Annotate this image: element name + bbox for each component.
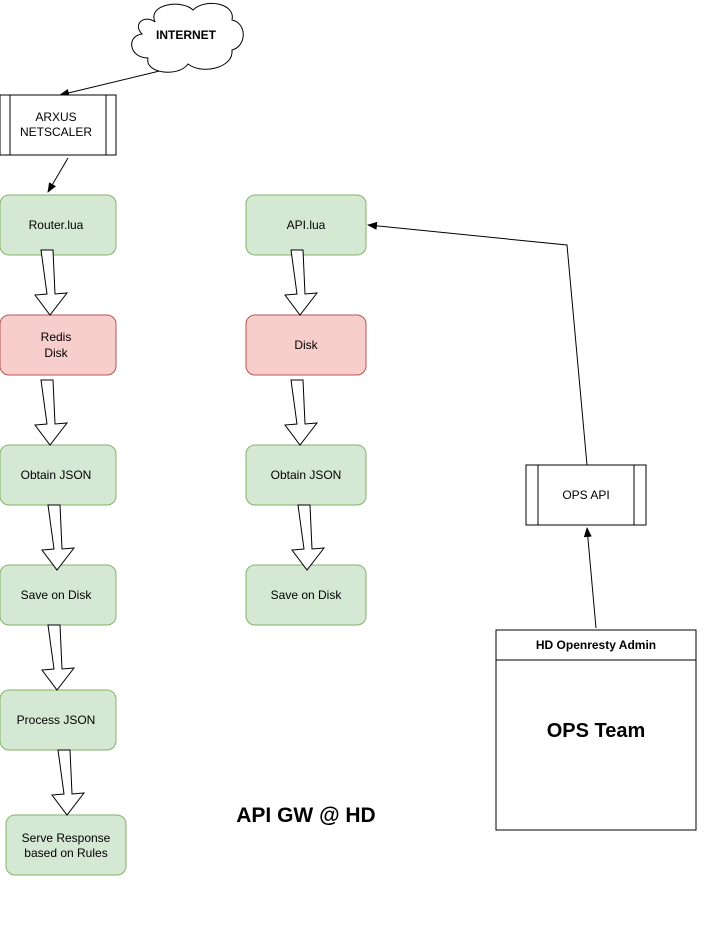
middle-save-on-disk-label: Save on Disk [271, 588, 343, 602]
left-save-on-disk-label: Save on Disk [21, 588, 93, 602]
router-to-redis-arrow [34, 249, 69, 316]
netscaler-box: ARXUS NETSCALER [0, 94, 117, 156]
middle-obtain-json-node: Obtain JSON [245, 444, 367, 506]
admin-body-label: OPS Team [547, 720, 646, 742]
ops-api-box: OPS API [525, 464, 647, 526]
save-to-process-json-arrow [41, 624, 76, 691]
middle-obtain-json-label: Obtain JSON [271, 468, 342, 482]
left-obtain-json-label: Obtain JSON [21, 468, 92, 482]
process-json-node: Process JSON [0, 689, 117, 751]
ops-api-to-api-lua-connector [367, 221, 588, 466]
left-save-on-disk-node: Save on Disk [0, 564, 117, 626]
redis-label-line2: Disk [44, 346, 68, 360]
disk-node: Disk [245, 314, 367, 376]
middle-save-on-disk-node: Save on Disk [245, 564, 367, 626]
diagram-title: API GW @ HD [236, 804, 375, 827]
api-lua-to-disk-arrow [284, 249, 319, 316]
serve-response-node: Serve Response based on Rules [5, 814, 127, 876]
redis-label-line1: Redis [41, 330, 72, 344]
router-node: Router.lua [0, 194, 117, 256]
redis-to-obtain-json-arrow [34, 379, 69, 446]
admin-container: HD Openresty Admin OPS Team [495, 629, 697, 831]
api-lua-label: API.lua [287, 218, 326, 232]
left-obtain-json-node: Obtain JSON [0, 444, 117, 506]
internet-cloud: INTERNET [131, 2, 244, 73]
internet-to-netscaler-connector [59, 67, 173, 97]
serve-response-label-line1: Serve Response [22, 831, 111, 845]
disk-label: Disk [294, 338, 318, 352]
middle-obtain-json-to-save-arrow [291, 504, 326, 571]
admin-header-label: HD Openresty Admin [536, 638, 656, 652]
process-json-label: Process JSON [17, 713, 96, 727]
netscaler-label-line1: ARXUS [35, 110, 76, 124]
redis-disk-node: Redis Disk [0, 314, 117, 376]
admin-to-ops-api-connector [583, 527, 597, 629]
serve-response-label-line2: based on Rules [24, 846, 107, 860]
obtain-json-to-save-arrow [41, 504, 76, 571]
netscaler-label-line2: NETSCALER [20, 125, 92, 139]
disk-to-obtain-json-arrow [284, 379, 319, 446]
netscaler-to-router-connector [47, 157, 69, 193]
ops-api-label: OPS API [562, 488, 609, 502]
cloud-shape [131, 2, 244, 73]
process-json-to-serve-arrow [51, 749, 86, 816]
api-lua-node: API.lua [245, 194, 367, 256]
internet-label: INTERNET [156, 28, 217, 42]
router-label: Router.lua [29, 218, 84, 232]
